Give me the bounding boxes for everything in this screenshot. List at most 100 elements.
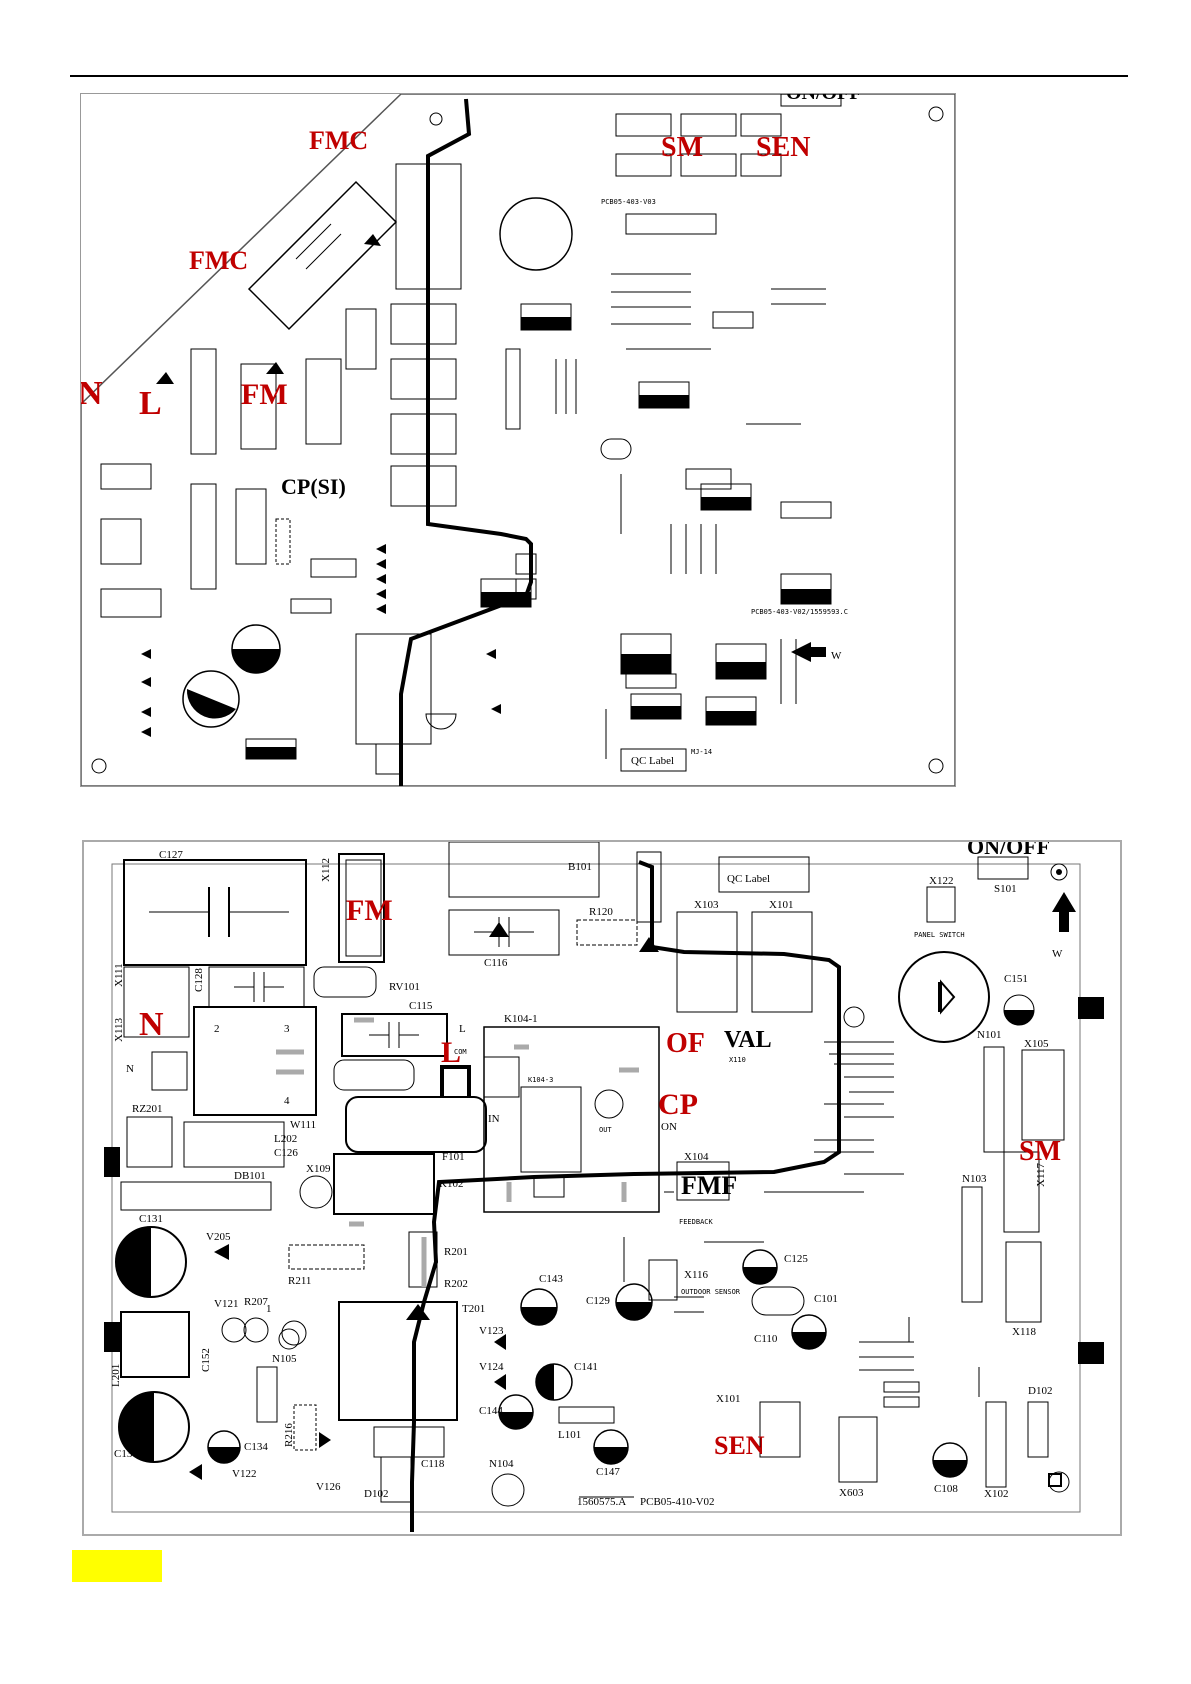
- label-b101: B101: [568, 861, 592, 873]
- label-w: W: [831, 650, 842, 662]
- pcb-bottom-svg: C127 FM X112 B101 QC Label ON/OFF X122 S…: [104, 842, 1104, 1532]
- label-x103: X103: [694, 899, 719, 911]
- label-out: OUT: [599, 1126, 612, 1134]
- pcb-diagram-bottom: C127 FM X112 B101 QC Label ON/OFF X122 S…: [82, 840, 1122, 1536]
- label-pin-3: 3: [284, 1023, 290, 1035]
- label-c129: C129: [586, 1295, 610, 1307]
- label-c143: C143: [539, 1273, 563, 1285]
- label-k104-3: K104-3: [528, 1076, 553, 1084]
- top-rule: [70, 75, 1128, 77]
- label-on: ON: [661, 1121, 677, 1133]
- label-w111: W111: [290, 1119, 316, 1131]
- label-feedback: FEEDBACK: [679, 1218, 714, 1226]
- label-x113: X113: [113, 1017, 125, 1042]
- label-x116: X116: [684, 1269, 709, 1281]
- label-r211: R211: [288, 1275, 311, 1287]
- pcb-diagram-top: PCB05-403-V03 PCB05-403-V02/1559593.C MJ…: [80, 93, 956, 787]
- label-cp-si: CP(SI): [281, 474, 346, 499]
- label-x111: X111: [113, 963, 125, 987]
- svg-text:PCB05-403-V03: PCB05-403-V03: [601, 198, 656, 206]
- label-on-off: ON/OFF: [786, 94, 862, 104]
- label-c134: C134: [244, 1441, 268, 1453]
- label-val: VAL: [724, 1027, 772, 1053]
- label-com: COM: [454, 1048, 467, 1056]
- label-panel-switch: PANEL SWITCH: [914, 931, 965, 939]
- label-qc: QC Label: [631, 755, 674, 767]
- pcb-top-svg: PCB05-403-V03 PCB05-403-V02/1559593.C MJ…: [81, 94, 955, 786]
- label-f101: F101: [442, 1151, 465, 1163]
- label-on-off-bottom: ON/OFF: [967, 842, 1050, 859]
- label-fmf: FMF: [681, 1171, 737, 1200]
- label-c131: C131: [139, 1213, 163, 1225]
- label-sen: SEN: [756, 132, 810, 163]
- label-n-small: N: [126, 1063, 134, 1075]
- label-x102: X102: [984, 1488, 1008, 1500]
- label-w-bottom: W: [1052, 948, 1063, 960]
- label-pin-1: 1: [266, 1303, 272, 1315]
- label-x104: X104: [684, 1151, 709, 1163]
- label-s101: S101: [994, 883, 1017, 895]
- label-n105: N105: [272, 1353, 297, 1365]
- label-c144: C144: [479, 1405, 503, 1417]
- label-n103: N103: [962, 1173, 987, 1185]
- label-x117: X117: [1035, 1162, 1047, 1187]
- label-n101: N101: [977, 1029, 1001, 1041]
- label-v123: V123: [479, 1325, 504, 1337]
- label-pin-2: 2: [214, 1023, 220, 1035]
- label-rz201: RZ201: [132, 1103, 163, 1115]
- label-l-small: L: [459, 1023, 466, 1035]
- label-c128: C128: [193, 968, 205, 992]
- label-d102: D102: [364, 1488, 388, 1500]
- label-v121: V121: [214, 1298, 238, 1310]
- label-c101: C101: [814, 1293, 838, 1305]
- label-x105: X105: [1024, 1038, 1049, 1050]
- label-rv101: RV101: [389, 981, 420, 993]
- svg-text:MJ-14: MJ-14: [691, 748, 712, 756]
- label-outdoor-sensor: OUTDOOR SENSOR: [681, 1288, 741, 1296]
- label-v205: V205: [206, 1231, 231, 1243]
- label-t201: T201: [462, 1303, 485, 1315]
- label-c130: C130: [114, 1448, 138, 1460]
- label-c127: C127: [159, 849, 183, 861]
- label-cp: CP: [658, 1088, 698, 1121]
- label-c126: C126: [274, 1147, 298, 1159]
- label-sm-bottom: SM: [1019, 1136, 1061, 1167]
- label-fmc-top: FMC: [309, 126, 368, 155]
- label-of: OF: [666, 1028, 705, 1059]
- label-k104: K104-1: [504, 1013, 538, 1025]
- label-c118: C118: [421, 1458, 445, 1470]
- label-c108: C108: [934, 1483, 958, 1495]
- label-fm-bottom: FM: [346, 894, 393, 927]
- label-x112: X112: [320, 858, 332, 882]
- label-v126: V126: [316, 1481, 341, 1493]
- label-c115: C115: [409, 1000, 433, 1012]
- label-n: N: [81, 375, 103, 412]
- label-x122: X122: [929, 875, 953, 887]
- label-c116: C116: [484, 957, 508, 969]
- label-n104: N104: [489, 1458, 514, 1470]
- yellow-highlight: [72, 1550, 162, 1582]
- label-r216: R216: [283, 1423, 295, 1447]
- svg-text:PCB05-403-V02/1559593.C: PCB05-403-V02/1559593.C: [751, 608, 848, 616]
- label-x603: X603: [839, 1487, 864, 1499]
- label-k102: K102: [439, 1178, 463, 1190]
- label-x110: X110: [729, 1056, 746, 1064]
- label-v124: V124: [479, 1361, 504, 1373]
- label-l-bottom: L: [441, 1036, 461, 1069]
- label-pin-4: 4: [284, 1095, 290, 1107]
- label-l201: L201: [110, 1364, 122, 1387]
- label-x118: X118: [1012, 1326, 1037, 1338]
- label-r120: R120: [589, 906, 613, 918]
- label-l: L: [139, 385, 162, 422]
- label-n-bottom: N: [139, 1006, 164, 1043]
- label-sen-bottom: SEN: [714, 1431, 765, 1460]
- label-part-number: 1560575.A: [577, 1496, 626, 1508]
- label-r207: R207: [244, 1296, 268, 1308]
- label-in: IN: [488, 1113, 500, 1125]
- label-qc-bottom: QC Label: [727, 873, 770, 885]
- label-fm: FM: [241, 378, 288, 411]
- label-l101: L101: [558, 1429, 581, 1441]
- label-c152: C152: [200, 1348, 212, 1372]
- label-v122: V122: [232, 1468, 256, 1480]
- label-r201: R201: [444, 1246, 468, 1258]
